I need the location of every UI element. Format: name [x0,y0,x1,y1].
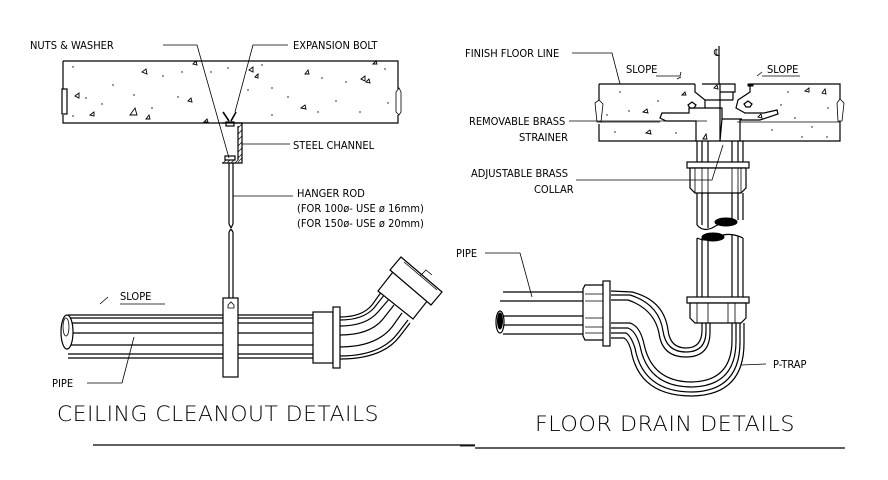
pipe-open-end [60,314,74,350]
label-steel-channel: STEEL CHANNEL [293,139,375,152]
ceiling-cleanout-detail: NUTS & WASHER EXPANSION BOLT STEEL CHANN… [30,39,475,446]
label-pipe-floor: PIPE [456,247,477,260]
leader-pipe [87,336,135,384]
label-p-trap: P-TRAP [773,358,807,371]
trap-collar [689,302,747,324]
steel-channel [222,122,243,164]
expansion-bolt-head [222,111,237,122]
cleanout-elbow [312,256,443,369]
pipe-coupling [312,311,334,364]
label-hanger-rod-note-1: (FOR 100ø- USE ø 16mm) [297,202,424,215]
steel-channel-assembly [222,111,243,164]
leader-adjustable-collar [576,144,724,181]
strainer-screw-left [687,101,697,109]
label-pipe: PIPE [52,377,73,390]
slab-dots [72,64,389,117]
pipe-break-top [714,217,738,227]
adjustable-collar-flange [686,161,750,169]
coupling-flange [332,306,341,369]
label-removable-strainer-1: REMOVABLE BRASS [469,115,565,128]
outlet-coupling-flange [602,280,611,347]
leader-finish-floor-line [572,52,621,85]
trap-collar-flange [686,296,750,304]
label-adjustable-collar-1: ADJUSTABLE BRASS [471,167,568,180]
horizontal-pipe [60,314,318,359]
cleanout-plug [389,256,443,306]
centerline-symbol: ℄ [713,48,720,59]
floor-slab [594,83,845,142]
vertical-tailpiece [686,141,750,324]
upper-nut [225,121,235,127]
strainer-screw-right [743,100,753,108]
label-finish-floor-line: FINISH FLOOR LINE [465,47,559,60]
title-ceiling-cleanout: CEILING CLEANOUT DETAILS [57,402,379,426]
hanger-rod [228,163,234,298]
slope-arrow-right [756,71,800,77]
ceiling-slab [61,60,402,124]
slab-aggregate [74,60,378,123]
label-hanger-rod-note-2: (FOR 150ø- USE ø 20mm) [297,217,424,230]
slab-break-left [61,88,68,115]
leader-nuts-washer [163,44,230,159]
leader-expansion-bolt [234,44,288,113]
label-adjustable-collar-2: COLLAR [534,183,574,196]
pipe-clamp [222,297,239,378]
floor-break-left [594,99,604,123]
drain-flange-right [735,84,779,141]
pipe-break-bottom [701,232,725,242]
label-slope-left: SLOPE [626,63,657,76]
label-slope: SLOPE [120,290,151,303]
label-expansion-bolt: EXPANSION BOLT [293,39,378,52]
label-removable-strainer-2: STRAINER [519,131,568,144]
clamp-bolt [227,301,235,309]
floor-dots [606,91,829,138]
slope-arrow [99,296,165,305]
outlet-coupling [582,284,605,341]
leader-pipe-floor [485,252,533,298]
drain-flange-left [659,84,706,141]
floor-drain-body [659,83,779,142]
floor-drain-detail: ℄ [456,46,845,449]
lower-nut-washer [224,155,236,161]
label-hanger-rod: HANGER ROD [297,187,365,200]
title-floor-drain: FLOOR DRAIN DETAILS [535,412,795,436]
floor-aggregate [641,87,827,140]
label-nuts-washer: NUTS & WASHER [30,39,114,52]
p-trap [610,290,745,397]
floor-leaders [485,52,800,366]
slab-break-right [395,87,402,116]
floor-break-right [836,98,845,122]
label-slope-right: SLOPE [767,63,798,76]
slope-arrow-left [656,71,682,80]
drain-outlet-pipe [495,280,611,347]
ceiling-leaders [87,44,293,384]
leader-p-trap [740,363,767,366]
